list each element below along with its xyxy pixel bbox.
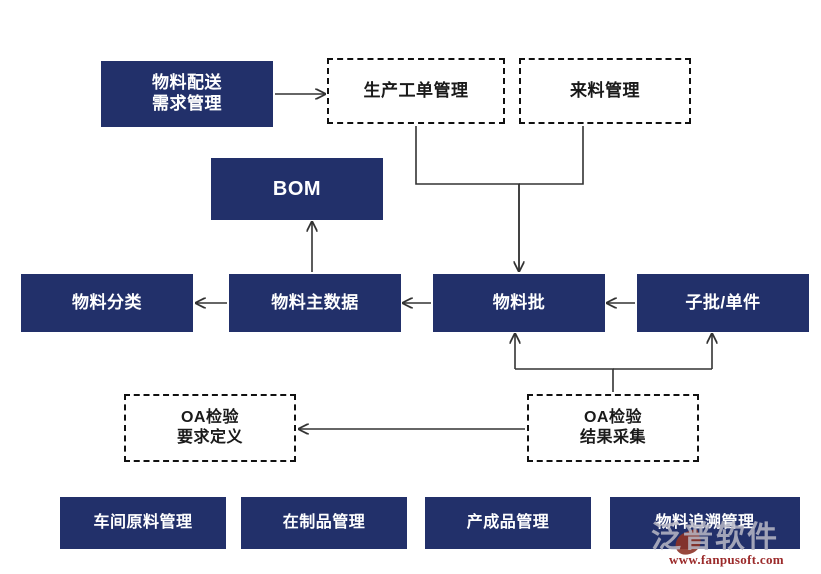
node-material-category[interactable]: 物料分类 <box>21 274 193 332</box>
node-material-traceability[interactable]: 物料追溯管理 <box>610 497 800 549</box>
edge-oaresult-riser <box>515 368 614 392</box>
node-sub-batch-unit[interactable]: 子批/单件 <box>637 274 809 332</box>
edge-incoming-to-batch <box>519 126 584 185</box>
node-label: BOM <box>272 177 322 200</box>
node-production-work-order[interactable]: 生产工单管理 <box>327 58 505 124</box>
node-label: 子批/单件 <box>685 292 761 312</box>
node-label: 物料追溯管理 <box>655 514 755 532</box>
node-material-batch[interactable]: 物料批 <box>433 274 605 332</box>
node-label: OA检验 要求定义 <box>176 409 243 446</box>
node-label: 物料配送 需求管理 <box>152 73 222 113</box>
node-label: 物料主数据 <box>271 292 359 312</box>
node-finished-goods[interactable]: 产成品管理 <box>425 497 591 549</box>
node-wip-management[interactable]: 在制品管理 <box>241 497 407 549</box>
node-label: 物料分类 <box>72 292 142 312</box>
node-label: 在制品管理 <box>282 514 366 532</box>
node-label: 产成品管理 <box>466 514 550 532</box>
node-label: 车间原料管理 <box>93 514 193 532</box>
node-bom[interactable]: BOM <box>211 158 383 220</box>
node-workshop-raw-material[interactable]: 车间原料管理 <box>60 497 226 549</box>
watermark-url: www.fanpusoft.com <box>669 552 784 567</box>
node-material-delivery-demand[interactable]: 物料配送 需求管理 <box>101 61 273 127</box>
node-incoming-material[interactable]: 来料管理 <box>519 58 691 124</box>
edge-workorder-to-batch <box>415 126 520 271</box>
node-material-master-data[interactable]: 物料主数据 <box>229 274 401 332</box>
node-oa-inspection-requirement[interactable]: OA检验 要求定义 <box>124 394 296 462</box>
node-label: 生产工单管理 <box>363 80 469 100</box>
node-label: 来料管理 <box>570 80 640 100</box>
node-label: OA检验 结果采集 <box>579 409 646 446</box>
node-label: 物料批 <box>492 292 546 312</box>
node-oa-inspection-result[interactable]: OA检验 结果采集 <box>527 394 699 462</box>
